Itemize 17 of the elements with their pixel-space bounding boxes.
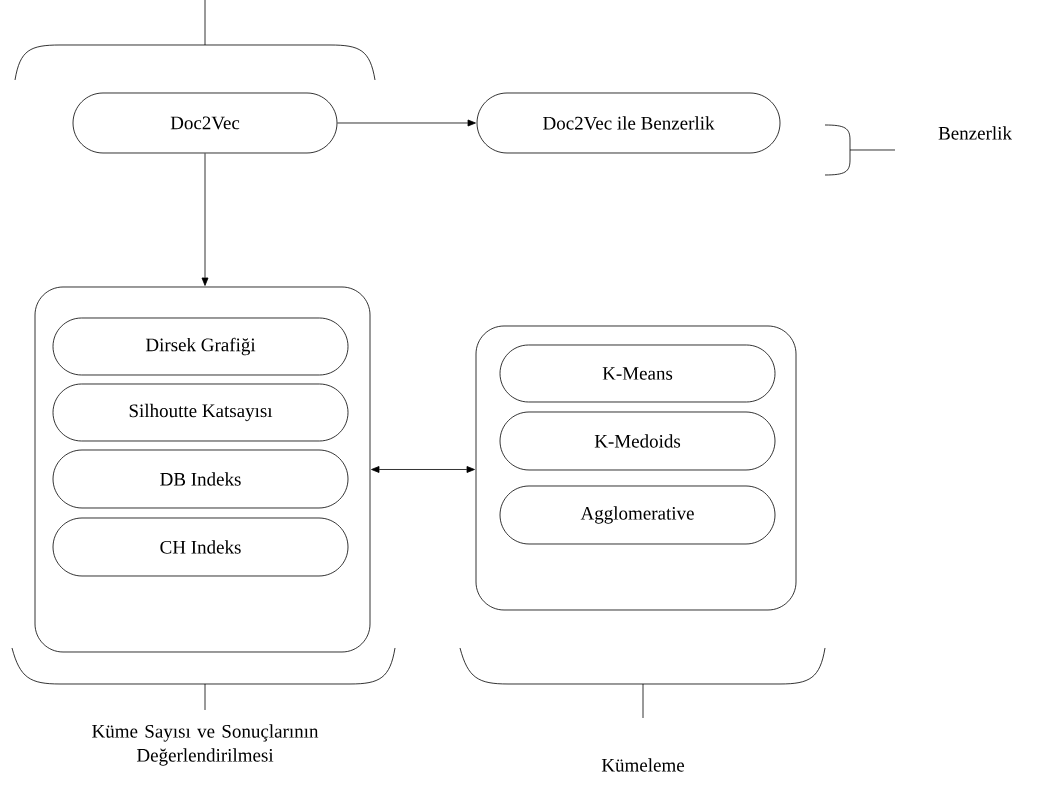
arrow — [371, 466, 475, 473]
label: Benzerlik — [938, 126, 1012, 140]
group-box — [34, 286, 371, 653]
process-box: CH Indeks — [52, 517, 349, 577]
process-box: Doc2Vec — [72, 92, 338, 154]
arrow — [201, 153, 209, 286]
process-box: Dirsek Grafiği — [52, 317, 349, 376]
process-box: Agglomerative — [499, 485, 776, 545]
label: Küme Sayısı ve Sonuçlarının Değerlendirilmesi — [92, 724, 319, 766]
label: Kümeleme — [601, 758, 685, 772]
process-box: K-Medoids — [499, 411, 776, 471]
arrow — [337, 119, 476, 127]
process-box: Doc2Vec ile Benzerlik — [476, 92, 781, 154]
group-box — [475, 325, 797, 611]
process-box: Silhoutte Katsayısı — [52, 383, 349, 442]
process-box: K-Means — [499, 344, 776, 403]
process-box: DB Indeks — [52, 449, 349, 509]
